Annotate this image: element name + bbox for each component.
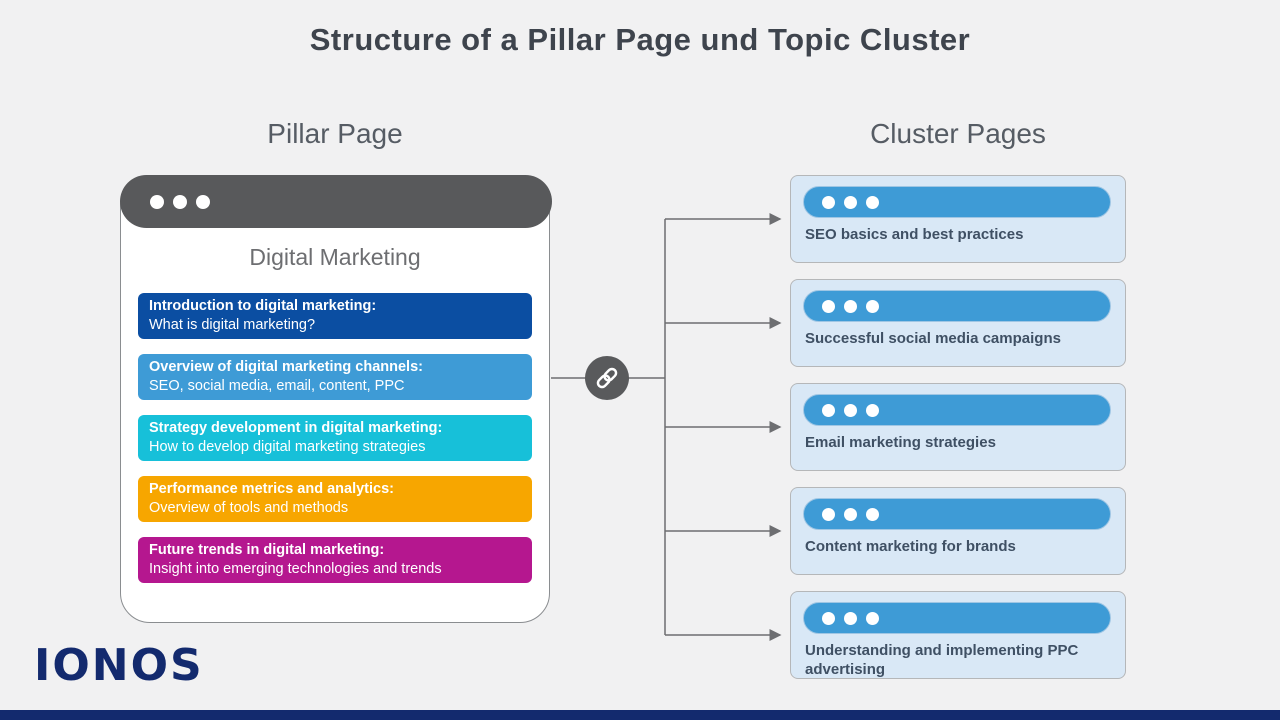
window-dot-icon — [866, 195, 879, 209]
window-dots-icon — [822, 195, 879, 209]
pillar-section-title: Introduction to digital marketing: — [149, 298, 377, 315]
cluster-browser-pill — [803, 394, 1111, 426]
cluster-browser-pill — [803, 498, 1111, 530]
window-dot-icon — [844, 403, 857, 417]
bottom-brand-bar — [0, 710, 1280, 720]
cluster-pages-heading: Cluster Pages — [870, 118, 1046, 149]
window-dots-icon — [822, 403, 879, 417]
cluster-browser-pill — [803, 290, 1111, 322]
pillar-section-title: Future trends in digital marketing: — [149, 542, 385, 559]
pillar-section-introduction: Introduction to digital marketing: What … — [138, 293, 532, 339]
cluster-card-label: Successful social media campaigns — [805, 330, 1061, 347]
window-dots-icon — [822, 299, 879, 313]
pillar-section-metrics: Performance metrics and analytics: Overv… — [138, 476, 532, 522]
window-dot-icon — [173, 194, 187, 209]
pillar-section-title: Strategy development in digital marketin… — [149, 420, 443, 437]
pillar-section-subtitle: Overview of tools and methods — [149, 500, 349, 516]
window-dots-icon — [150, 194, 210, 209]
window-dot-icon — [866, 299, 879, 313]
window-dot-icon — [844, 195, 857, 209]
window-dot-icon — [822, 507, 835, 521]
cluster-card-label: Email marketing strategies — [805, 434, 996, 451]
cluster-card-ppc: Understanding and implementing PPC adver… — [790, 591, 1126, 679]
cluster-browser-pill — [803, 186, 1111, 218]
window-dot-icon — [844, 611, 857, 625]
pillar-section-subtitle: How to develop digital marketing strateg… — [149, 439, 426, 455]
pillar-section-title: Overview of digital marketing channels: — [149, 359, 423, 376]
pillar-page-window: Digital Marketing Introduction to digita… — [120, 175, 552, 623]
window-dot-icon — [150, 194, 164, 209]
cluster-card-label: Understanding and implementing PPC adver… — [805, 642, 1079, 678]
ionos-logo: IONOS — [34, 640, 204, 691]
pillar-section-strategy: Strategy development in digital marketin… — [138, 415, 532, 461]
window-dots-icon — [822, 611, 879, 625]
window-dot-icon — [822, 299, 835, 313]
cluster-card-content: Content marketing for brands — [790, 487, 1126, 575]
window-dot-icon — [844, 299, 857, 313]
pillar-section-subtitle: What is digital marketing? — [149, 317, 316, 333]
cluster-card-social: Successful social media campaigns — [790, 279, 1126, 367]
window-dot-icon — [866, 611, 879, 625]
page-title: Structure of a Pillar Page und Topic Clu… — [309, 22, 971, 57]
cluster-card-label: SEO basics and best practices — [805, 226, 1024, 243]
pillar-section-subtitle: Insight into emerging technologies and t… — [149, 561, 442, 577]
window-dot-icon — [822, 611, 835, 625]
cluster-card-label: Content marketing for brands — [805, 538, 1016, 555]
cluster-card-email: Email marketing strategies — [790, 383, 1126, 471]
cluster-browser-pill — [803, 602, 1111, 634]
pillar-section-channels: Overview of digital marketing channels: … — [138, 354, 532, 400]
window-dot-icon — [822, 403, 835, 417]
browser-title-bar — [120, 175, 552, 228]
window-dot-icon — [822, 195, 835, 209]
window-dot-icon — [844, 507, 857, 521]
pillar-page-heading: Pillar Page — [267, 118, 403, 149]
window-dot-icon — [866, 507, 879, 521]
pillar-page-document-title: Digital Marketing — [249, 244, 421, 270]
window-dot-icon — [866, 403, 879, 417]
cluster-card-seo: SEO basics and best practices — [790, 175, 1126, 263]
pillar-sections: Introduction to digital marketing: What … — [138, 293, 532, 583]
window-dots-icon — [822, 507, 879, 521]
pillar-section-trends: Future trends in digital marketing: Insi… — [138, 537, 532, 583]
link-icon — [585, 356, 629, 400]
pillar-section-title: Performance metrics and analytics: — [149, 481, 394, 498]
pillar-section-subtitle: SEO, social media, email, content, PPC — [149, 378, 405, 394]
window-dot-icon — [196, 194, 210, 209]
